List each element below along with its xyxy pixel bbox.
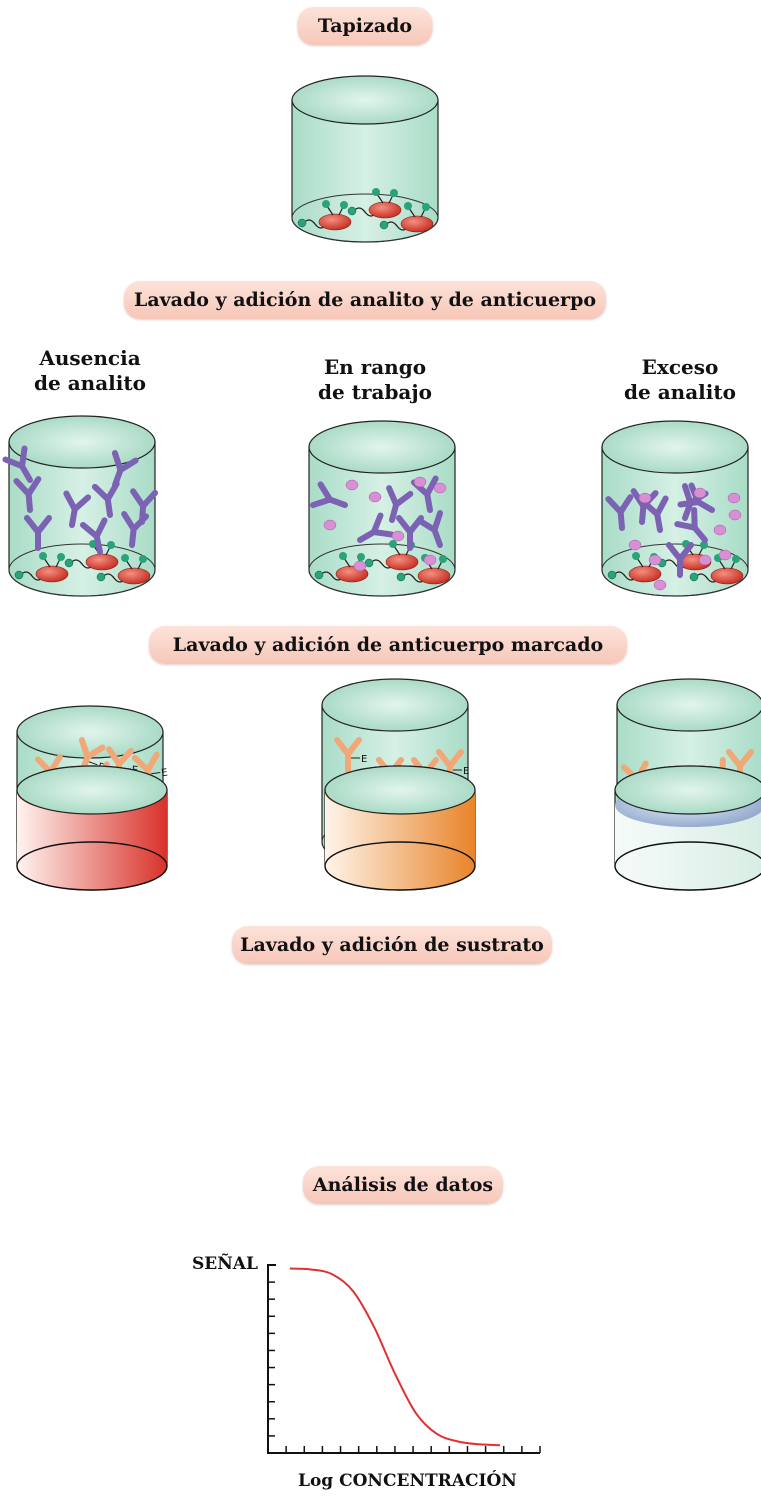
well-excess-step2	[602, 421, 748, 596]
chart-layer	[268, 1265, 540, 1453]
epitope-bead	[322, 200, 330, 208]
antigen-blob	[386, 554, 418, 570]
epitope-bead	[339, 552, 347, 560]
analyte-molecule	[629, 540, 641, 550]
antigen-bead	[397, 573, 405, 581]
epitope-bead	[57, 553, 65, 561]
analyte-molecule	[719, 550, 731, 560]
well-excess-substrate	[615, 766, 761, 890]
well-top-rim	[17, 706, 163, 758]
well-absence-substrate	[17, 766, 167, 890]
analyte-molecule	[649, 555, 661, 565]
analyte-molecule	[729, 510, 741, 520]
antigen-blob	[401, 216, 433, 232]
epitope-bead	[372, 188, 380, 196]
antigen-bead	[690, 573, 698, 581]
well-top-rim	[322, 679, 468, 731]
analyte-molecule	[654, 580, 666, 590]
antigen-blob	[319, 214, 351, 230]
epitope-bead	[107, 541, 115, 549]
antigen-blob	[629, 566, 661, 582]
enzyme-label: E	[161, 767, 169, 779]
enzyme-label: E	[463, 766, 469, 777]
well-top-rim	[325, 766, 475, 814]
epitope-bead	[139, 555, 147, 563]
analyte-molecule	[392, 531, 404, 541]
analyte-molecule	[354, 561, 366, 571]
well-in-range-step2	[309, 421, 455, 596]
antigen-bead	[348, 207, 356, 215]
antigen-bead	[608, 571, 616, 579]
well-top-rim	[615, 766, 761, 814]
well-top-rim	[602, 421, 748, 473]
antigen-bead	[15, 571, 23, 579]
analyte-molecule	[728, 493, 740, 503]
antigen-bead	[298, 219, 306, 227]
antigen-bead	[315, 571, 323, 579]
analyte-molecule	[324, 520, 336, 530]
well-top-rim	[617, 679, 761, 731]
chart-axes	[268, 1265, 540, 1453]
wells-layer: EEEEEEEEEEE	[5, 76, 761, 890]
analyte-molecule	[414, 477, 426, 487]
epitope-bead	[732, 555, 740, 563]
well-in-range-substrate	[325, 766, 475, 890]
antigen-blob	[711, 568, 743, 584]
analyte-molecule	[346, 480, 358, 490]
epitope-bead	[389, 540, 397, 548]
analyte-molecule	[694, 488, 706, 498]
analyte-molecule	[369, 492, 381, 502]
antigen-blob	[36, 566, 68, 582]
epitope-bead	[121, 554, 129, 562]
epitope-bead	[404, 202, 412, 210]
epitope-bead	[357, 553, 365, 561]
well-top-rim	[292, 76, 438, 124]
analyte-molecule	[699, 555, 711, 565]
epitope-bead	[632, 552, 640, 560]
well-top-rim	[309, 421, 455, 473]
antigen-bead	[380, 221, 388, 229]
epitope-bead	[340, 201, 348, 209]
analyte-molecule	[424, 555, 436, 565]
antigen-blob	[369, 202, 401, 218]
antigen-bead	[65, 559, 73, 567]
well-absence-step2	[5, 416, 155, 596]
antigen-blob	[118, 568, 150, 584]
analyte-molecule	[639, 493, 651, 503]
enzyme-label: E	[361, 754, 367, 765]
signal-curve	[290, 1269, 500, 1446]
analyte-molecule	[714, 525, 726, 535]
coating-well	[292, 76, 438, 242]
epitope-bead	[422, 203, 430, 211]
analyte-molecule	[434, 483, 446, 493]
epitope-bead	[390, 189, 398, 197]
antigen-bead	[97, 573, 105, 581]
antigen-blob	[418, 568, 450, 584]
well-top-rim	[17, 766, 167, 814]
antigen-blob	[86, 554, 118, 570]
epitope-bead	[439, 555, 447, 563]
epitope-bead	[39, 552, 47, 560]
